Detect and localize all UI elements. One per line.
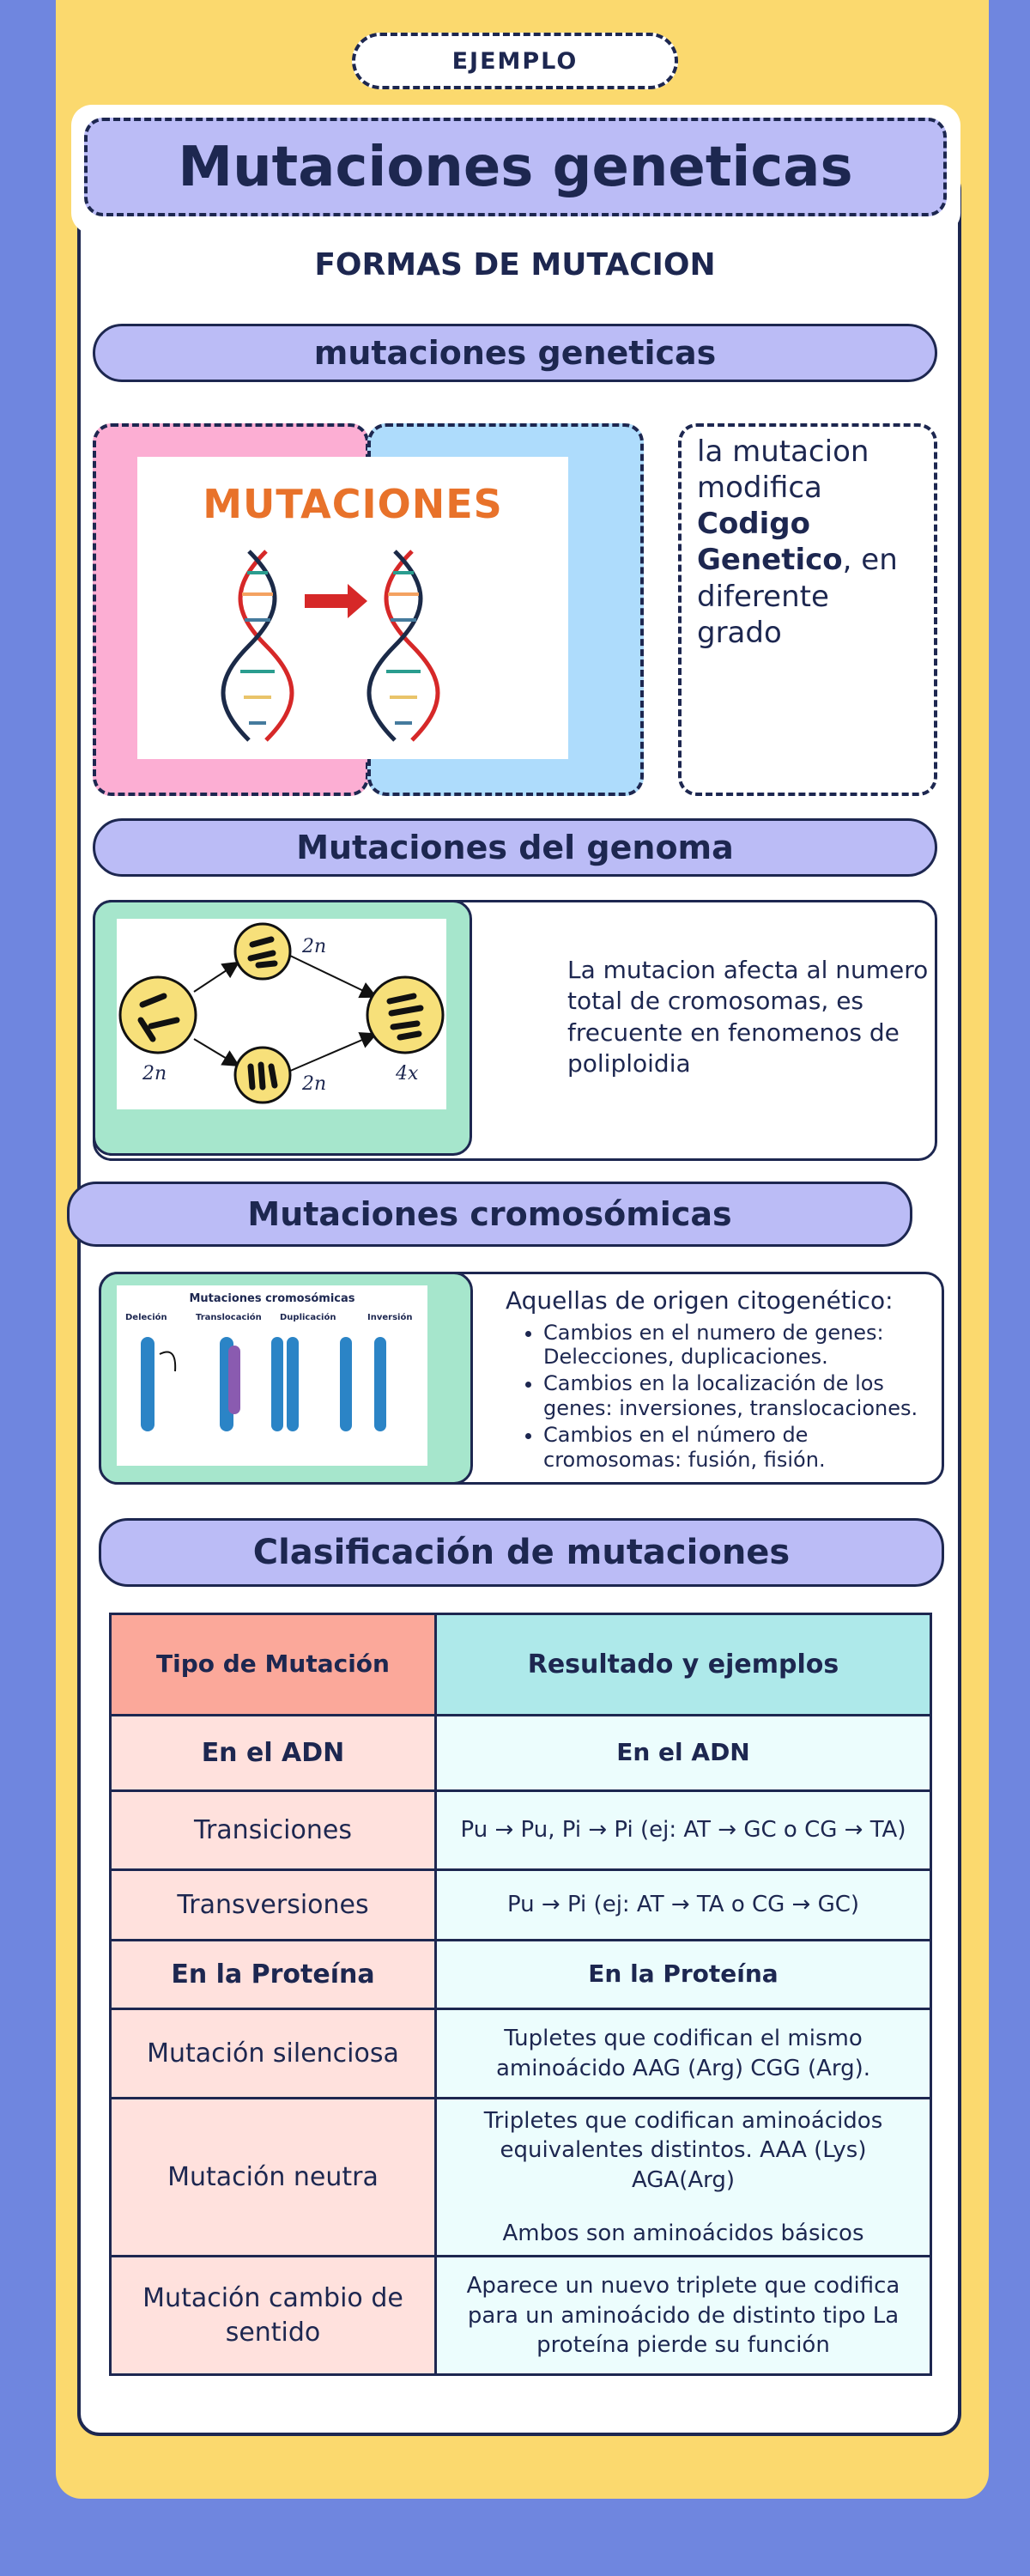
label-4x: 4x [396,1063,419,1084]
polyploidy-diagram: 2n 2n 2n 4x [117,919,446,1109]
page-subtitle: FORMAS DE MUTACION [314,247,716,283]
table-cell: En la Proteína [109,1939,437,2010]
genetic-text-bold: Codigo Genetico [697,507,843,578]
chromosomal-img-title: Mutaciones cromosómicas [189,1292,355,1305]
genetic-text-post: , en diferente grado [697,543,898,650]
cell-division-icon [118,922,445,1104]
list-item: Cambios en la localización de los genes:… [543,1371,935,1421]
img-label-deletion: Deleción [125,1313,167,1322]
dna-helix-icon [221,550,440,742]
table-row: Mutación silenciosa Tupletes que codific… [109,2008,932,2099]
table-cell: Tupletes que codifican el mismo aminoáci… [434,2008,932,2099]
img-label-duplication: Duplicación [280,1313,336,1322]
img-label-translocation: Translocación [196,1313,262,1322]
table-header-result: Resultado y ejemplos [434,1613,932,1716]
chromosomal-intro: Aquellas de origen citogenético: [506,1286,894,1315]
genetic-text-pre: la mutacion modifica [697,434,869,506]
table-header-row: Tipo de Mutación Resultado y ejemplos [109,1613,932,1716]
dna-mutation-image: MUTACIONES [137,457,568,759]
table-row: Transiciones Pu → Pu, Pi → Pi (ej: AT → … [109,1789,932,1871]
page-title: Mutaciones geneticas [84,118,947,216]
section-heading-genome: Mutaciones del genoma [93,818,937,877]
table-cell: En el ADN [109,1714,437,1792]
genome-text: La mutacion afecta al numero total de cr… [567,956,929,1078]
table-cell: Tripletes que codifican aminoácidos equi… [434,2096,932,2258]
table-row: Mutación neutra Tripletes que codifican … [109,2096,932,2258]
chromosome-icon [141,1337,386,1431]
list-item: Cambios en el numero de genes: Deleccion… [543,1321,935,1370]
example-tag: EJEMPLO [352,33,678,89]
chromosomal-text: Aquellas de origen citogenético: Cambios… [506,1286,935,1473]
dna-image-caption: MUTACIONES [203,481,503,527]
chromosomal-list: Cambios en el numero de genes: Deleccion… [506,1321,935,1473]
table-cell: Mutación silenciosa [109,2008,437,2099]
table-row: En la Proteína En la Proteína [109,1939,932,2010]
table-cell: Mutación cambio de sentido [109,2255,437,2377]
section-heading-genetic: mutaciones geneticas [93,324,937,382]
img-label-inversion: Inversión [367,1313,413,1322]
table-header-type: Tipo de Mutación [109,1613,437,1716]
table-cell-line: Tripletes que codifican aminoácidos equi… [483,2108,883,2193]
table-row: Transversiones Pu → Pi (ej: AT → TA o CG… [109,1868,932,1941]
table-cell: Transversiones [109,1868,437,1941]
chromosomal-diagram: Mutaciones cromosómicas Deleción Translo… [117,1285,427,1466]
table-cell-line: Ambos son aminoácidos básicos [502,2220,864,2246]
genetic-text: la mutacion modifica Codigo Genetico, en… [697,434,920,651]
label-2n-top: 2n [302,936,327,957]
table-cell: Mutación neutra [109,2096,437,2258]
table-cell: Transiciones [109,1789,437,1871]
table-row: Mutación cambio de sentido Aparece un nu… [109,2255,932,2377]
list-item: Cambios en el número de cromosomas: fusi… [543,1423,935,1473]
genetic-text-frame [678,423,937,796]
table-cell: En el ADN [434,1714,932,1792]
section-heading-chromosomal: Mutaciones cromosómicas [67,1182,912,1247]
table-cell: Pu → Pu, Pi → Pi (ej: AT → GC o CG → TA) [434,1789,932,1871]
section-heading-classification: Clasificación de mutaciones [99,1518,944,1587]
label-2n-bottom: 2n [302,1073,327,1095]
table-cell: Aparece un nuevo triplete que codifica p… [434,2255,932,2377]
table-cell: En la Proteína [434,1939,932,2010]
classification-table: Tipo de Mutación Resultado y ejemplos En… [109,1613,932,2377]
table-cell: Pu → Pi (ej: AT → TA o CG → GC) [434,1868,932,1941]
label-2n-left: 2n [142,1063,167,1084]
table-row: En el ADN En el ADN [109,1714,932,1792]
